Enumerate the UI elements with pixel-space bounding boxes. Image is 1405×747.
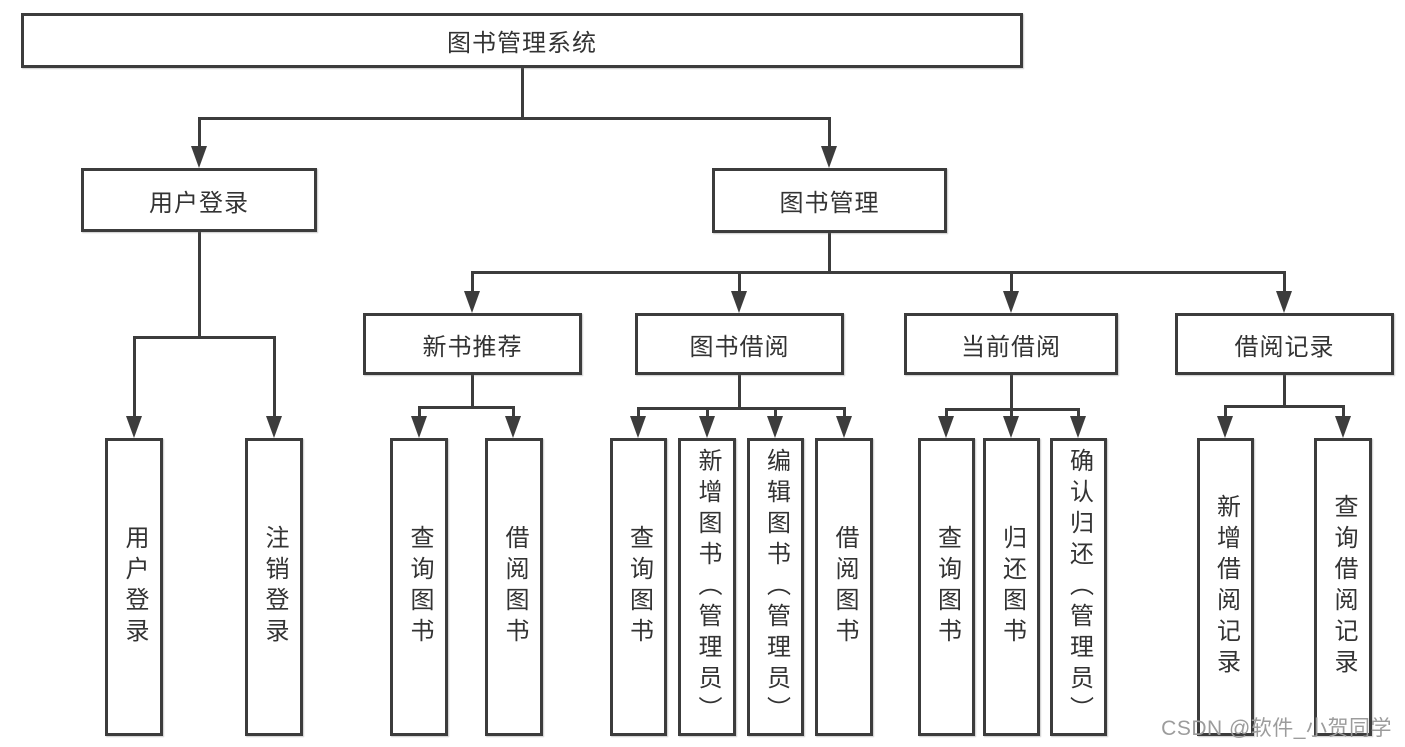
connector-line — [272, 335, 276, 420]
arrow-down-icon — [191, 146, 207, 168]
leaf-logout: 注销登录 — [245, 438, 303, 736]
node-library-system: 图书管理系统 — [21, 13, 1023, 68]
connector-line — [773, 406, 777, 420]
node-borrow-records: 借阅记录 — [1175, 313, 1394, 375]
connector-line — [1282, 270, 1286, 295]
leaf-add-borrow-record: 新增借阅记录 — [1197, 438, 1254, 736]
leaf-edit-books-admin-label: 编辑图书（管理员） — [762, 447, 790, 727]
node-book-management: 图书管理 — [712, 168, 947, 233]
leaf-edit-books-admin: 编辑图书（管理员） — [747, 438, 804, 736]
leaf-confirm-return-admin-label: 确认归还（管理员） — [1065, 447, 1093, 727]
leaf-borrow-books-2: 借阅图书 — [815, 438, 873, 736]
connector-line — [1223, 404, 1345, 408]
leaf-return-books-label: 归还图书 — [998, 525, 1026, 649]
leaf-query-borrow-record: 查询借阅记录 — [1314, 438, 1372, 736]
connector-line — [1009, 270, 1013, 295]
connector-line — [827, 116, 831, 150]
connector-line — [737, 270, 741, 295]
arrow-down-icon — [1335, 416, 1351, 438]
connector-line — [132, 335, 276, 339]
leaf-query-books-2: 查询图书 — [610, 438, 667, 736]
connector-line — [470, 270, 1286, 274]
connector-line — [197, 116, 831, 120]
node-book-borrow-label: 图书借阅 — [689, 333, 790, 361]
connector-line — [944, 407, 948, 420]
arrow-down-icon — [1003, 416, 1019, 438]
node-current-borrow-label: 当前借阅 — [961, 333, 1061, 361]
connector-line — [1282, 375, 1286, 408]
csdn-watermark: CSDN @软件_小贺同学 — [1161, 717, 1392, 740]
node-book-management-label: 图书管理 — [779, 190, 880, 217]
connector-line — [197, 116, 201, 150]
leaf-query-books-3-label: 查询图书 — [933, 525, 961, 649]
leaf-borrow-books-2-label: 借阅图书 — [831, 525, 858, 649]
connector-line — [1341, 404, 1345, 420]
connector-line — [827, 233, 831, 274]
arrow-down-icon — [821, 146, 837, 168]
node-new-book-recommend: 新书推荐 — [363, 313, 582, 375]
arrow-down-icon — [126, 416, 142, 438]
leaf-query-books-1-label: 查询图书 — [406, 525, 433, 649]
leaf-borrow-books-1: 借阅图书 — [485, 438, 543, 736]
arrow-down-icon — [836, 416, 852, 438]
node-borrow-records-label: 借阅记录 — [1234, 333, 1335, 361]
connector-line — [470, 270, 474, 295]
arrow-down-icon — [1276, 291, 1292, 313]
connector-line — [636, 406, 846, 410]
node-current-borrow: 当前借阅 — [904, 313, 1118, 375]
arrow-down-icon — [1003, 291, 1019, 313]
leaf-query-books-1: 查询图书 — [390, 438, 448, 736]
node-new-book-recommend-label: 新书推荐 — [422, 333, 523, 361]
arrow-down-icon — [699, 416, 715, 438]
arrow-down-icon — [938, 416, 954, 438]
arrow-down-icon — [505, 416, 521, 438]
connector-line — [417, 405, 515, 409]
arrow-down-icon — [411, 416, 427, 438]
connector-line — [705, 406, 709, 420]
leaf-user-login: 用户登录 — [105, 438, 163, 736]
arrow-down-icon — [464, 291, 480, 313]
connector-line — [737, 375, 741, 410]
connector-line — [470, 375, 474, 409]
leaf-add-borrow-record-label: 新增借阅记录 — [1212, 494, 1240, 680]
node-user-login: 用户登录 — [81, 168, 317, 232]
arrow-down-icon — [266, 416, 282, 438]
connector-line — [1076, 407, 1080, 420]
connector-line — [417, 405, 421, 420]
leaf-add-books-admin: 新增图书（管理员） — [678, 438, 736, 736]
connector-line — [636, 406, 640, 420]
leaf-user-login-label: 用户登录 — [121, 525, 148, 649]
connector-line — [520, 68, 524, 120]
connector-line — [511, 405, 515, 420]
leaf-query-books-3: 查询图书 — [918, 438, 975, 736]
arrow-down-icon — [1070, 416, 1086, 438]
connector-line — [842, 406, 846, 420]
leaf-add-books-admin-label: 新增图书（管理员） — [694, 447, 721, 727]
arrow-down-icon — [767, 416, 783, 438]
leaf-confirm-return-admin: 确认归还（管理员） — [1050, 438, 1107, 736]
connector-line — [1009, 407, 1013, 420]
connector-line — [132, 335, 136, 420]
leaf-logout-label: 注销登录 — [261, 525, 288, 649]
node-user-login-label: 用户登录 — [149, 189, 249, 217]
connector-line — [1009, 375, 1013, 411]
leaf-borrow-books-1-label: 借阅图书 — [501, 525, 528, 649]
node-book-borrow: 图书借阅 — [635, 313, 844, 375]
leaf-query-borrow-record-label: 查询借阅记录 — [1330, 494, 1357, 680]
leaf-query-books-2-label: 查询图书 — [625, 525, 653, 649]
connector-line — [197, 232, 201, 339]
node-library-system-label: 图书管理系统 — [447, 30, 597, 57]
arrow-down-icon — [731, 291, 747, 313]
connector-line — [1223, 404, 1227, 420]
arrow-down-icon — [630, 416, 646, 438]
arrow-down-icon — [1217, 416, 1233, 438]
leaf-return-books: 归还图书 — [983, 438, 1040, 736]
